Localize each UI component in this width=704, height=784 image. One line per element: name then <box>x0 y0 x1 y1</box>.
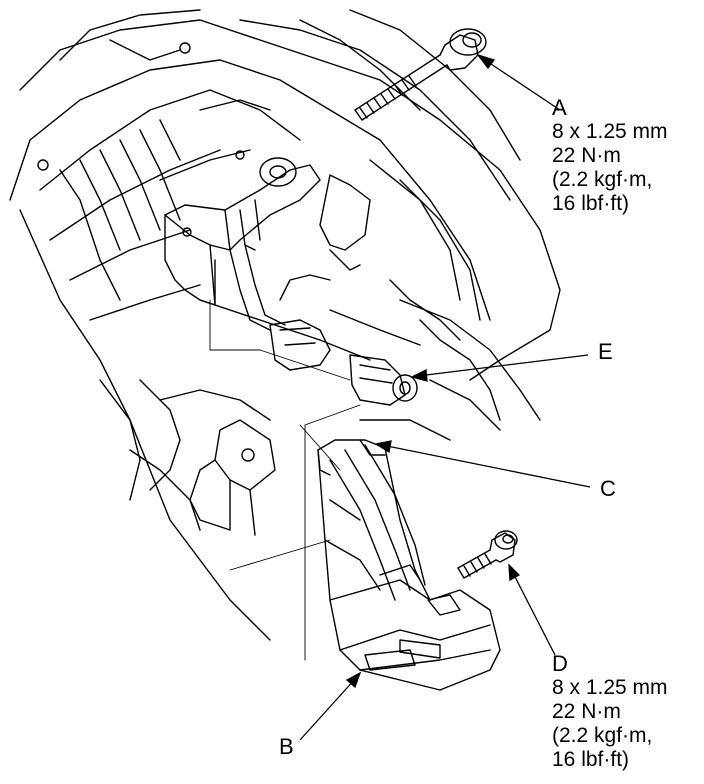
leader-d <box>508 563 556 656</box>
bolt-d <box>457 530 518 579</box>
wiring-harness <box>229 244 331 371</box>
connector-e <box>349 354 418 406</box>
callout-c-letter: C <box>600 476 616 501</box>
callout-d-letter: D <box>552 651 568 676</box>
callout-d-spec: 8 x 1.25 mm <box>552 676 668 699</box>
cover-bracket-b <box>317 439 501 691</box>
lower-left-bracket <box>189 419 276 536</box>
leader-c <box>374 440 591 488</box>
callout-a-torque-kgf: (2.2 kgf·m, <box>552 168 653 191</box>
callout-a-torque-lbf: 16 lbf·ft) <box>552 192 630 215</box>
bolt-a <box>354 28 487 121</box>
callout-d-torque-nm: 22 N·m <box>552 700 621 723</box>
callout-d-torque-lbf: 16 lbf·ft) <box>552 748 630 771</box>
callout-d: D 8 x 1.25 mm 22 N·m (2.2 kgf·m, 16 lbf·… <box>552 652 668 772</box>
callout-a-spec: 8 x 1.25 mm <box>552 120 668 143</box>
leader-a <box>476 53 561 111</box>
callout-e-letter: E <box>598 339 613 364</box>
assembly-guide-lines <box>209 299 361 661</box>
callout-a-letter: A <box>552 95 567 120</box>
callout-b-letter: B <box>279 734 294 759</box>
leader-lines <box>299 53 591 741</box>
callout-a-torque-nm: 22 N·m <box>552 144 621 167</box>
leader-e <box>410 354 589 382</box>
engine-housing <box>9 9 561 641</box>
leader-b <box>299 671 362 741</box>
callout-d-torque-kgf: (2.2 kgf·m, <box>552 724 653 747</box>
upper-bracket <box>164 157 371 306</box>
callout-a: A 8 x 1.25 mm 22 N·m (2.2 kgf·m, 16 lbf·… <box>552 96 668 216</box>
